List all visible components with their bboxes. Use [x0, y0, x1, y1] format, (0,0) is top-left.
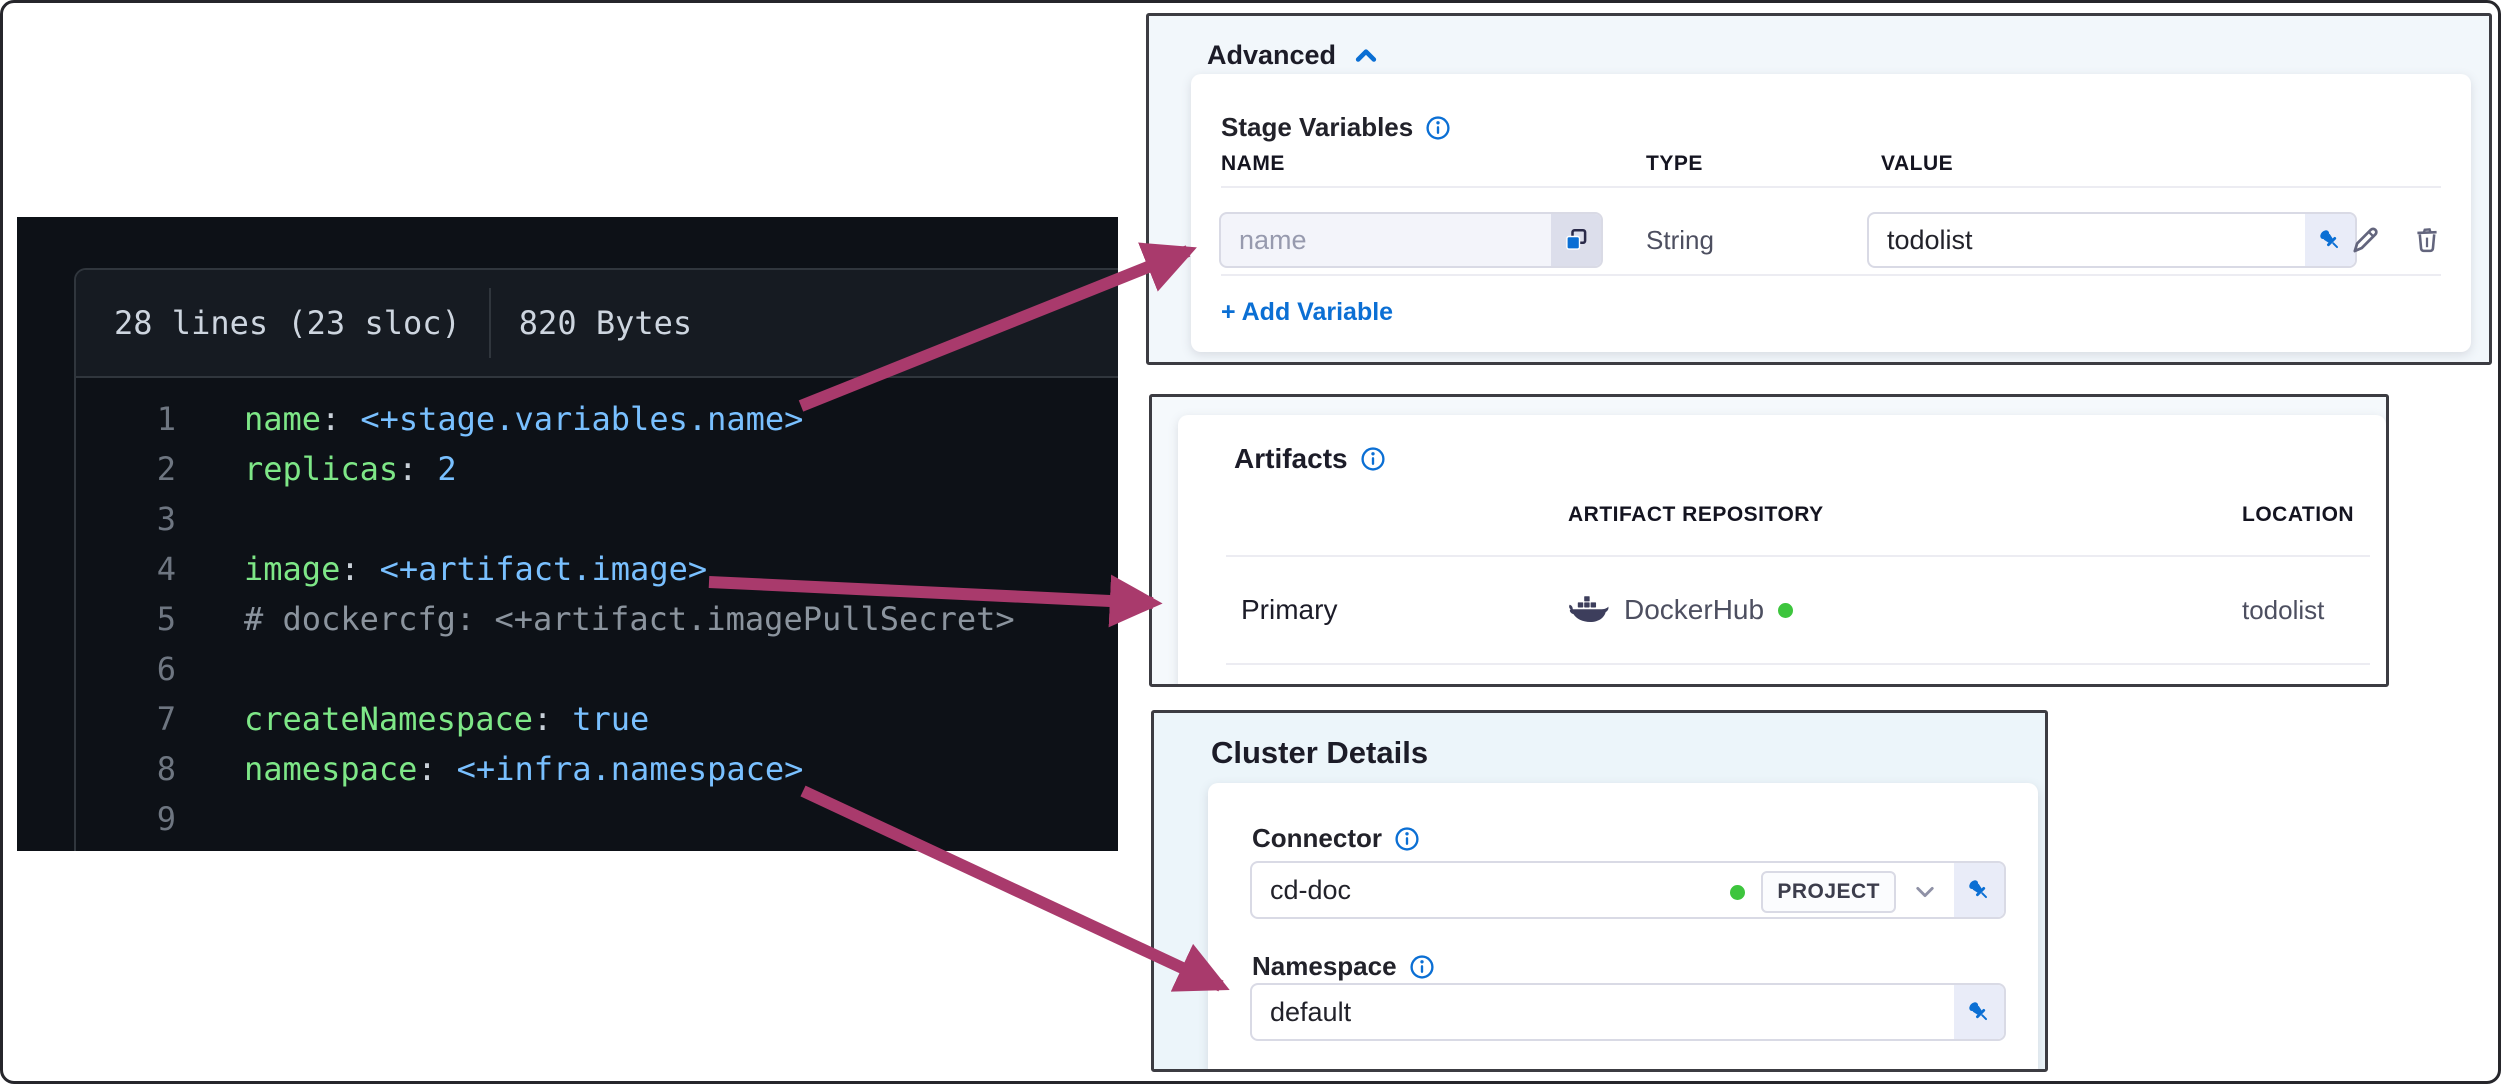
column-header-value: VALUE — [1881, 152, 1954, 175]
artifact-table-row[interactable]: Primary DockerHub — [1178, 577, 2386, 643]
status-dot — [1778, 602, 1794, 618]
code-line: 6 — [76, 644, 1118, 694]
chevron-up-icon — [1355, 48, 1377, 62]
line-number: 6 — [156, 650, 176, 688]
table-divider — [1221, 186, 2441, 188]
artifacts-card: Artifacts ARTIFACT REPOSITORY LOCATION P… — [1178, 415, 2386, 684]
code-line: 1 name:<+stage.variables.name> — [76, 394, 1118, 444]
pin-runtime-input-button[interactable] — [1954, 863, 2004, 917]
table-divider — [1226, 555, 2370, 557]
copy-button[interactable] — [1551, 214, 1601, 266]
artifact-location-value: todolist — [2242, 594, 2325, 625]
chevron-down-icon[interactable] — [1912, 879, 1938, 905]
column-header-location: LOCATION — [2242, 503, 2355, 526]
code-line: 3 — [76, 494, 1118, 544]
pin-icon — [2320, 230, 2339, 249]
cluster-details-title: Cluster Details — [1211, 735, 1429, 770]
pin-icon — [1969, 880, 1988, 899]
code-line: 8 namespace:<+infra.namespace> — [76, 744, 1118, 794]
stage-variables-label: Stage Variables — [1221, 112, 1414, 142]
code-line: 4 image:<+artifact.image> — [76, 544, 1118, 594]
pin-runtime-input-button[interactable] — [1954, 985, 2004, 1039]
file-size-info: 820 Bytes — [518, 304, 693, 342]
delete-variable-button[interactable] — [2399, 212, 2455, 268]
artifact-primary-label: Primary — [1241, 594, 1338, 625]
file-lines-info: 28 lines (23 sloc) — [114, 304, 461, 342]
stage-variables-card: Stage Variables NAME TYPE VALUE name — [1191, 74, 2471, 352]
line-number: 5 — [156, 600, 176, 638]
file-header: 28 lines (23 sloc) 820 Bytes — [76, 270, 1118, 378]
connector-value: cd-doc — [1270, 874, 1352, 905]
variable-type-value: String — [1646, 224, 1714, 255]
connector-label: Connector — [1252, 823, 1382, 853]
column-header-type: TYPE — [1646, 152, 1703, 175]
line-number: 8 — [156, 750, 176, 788]
column-header-name: NAME — [1221, 152, 1285, 175]
info-icon[interactable] — [1394, 826, 1420, 852]
namespace-input[interactable]: default — [1250, 983, 2006, 1041]
status-dot — [1730, 884, 1746, 900]
variable-name-input[interactable]: name — [1219, 212, 1603, 268]
code-viewer-panel: 28 lines (23 sloc) 820 Bytes 1 name:<+st… — [17, 217, 1118, 851]
header-separator — [488, 288, 491, 358]
line-number: 9 — [156, 800, 176, 838]
cluster-details-card: Connector cd-doc PROJECT — [1208, 783, 2038, 1069]
advanced-title: Advanced — [1207, 40, 1337, 70]
variable-value-text: todolist — [1887, 224, 1973, 255]
code-line: 9 — [76, 794, 1118, 844]
artifacts-title: Artifacts — [1234, 443, 1348, 474]
code-line: 7 createNamespace:true — [76, 694, 1118, 744]
file-box: 28 lines (23 sloc) 820 Bytes 1 name:<+st… — [74, 268, 1118, 851]
pin-icon — [1969, 1002, 1988, 1021]
table-divider — [1226, 663, 2370, 665]
line-number: 3 — [156, 500, 176, 538]
edit-variable-button[interactable] — [2337, 212, 2393, 268]
info-icon[interactable] — [1425, 115, 1451, 141]
info-icon[interactable] — [1360, 446, 1386, 472]
artifacts-panel: Artifacts ARTIFACT REPOSITORY LOCATION P… — [1149, 394, 2389, 687]
code-line: 2 replicas:2 — [76, 444, 1118, 494]
code-line: 5 # dockercfg: <+artifact.imagePullSecre… — [76, 594, 1118, 644]
line-number: 2 — [156, 450, 176, 488]
code-area: 1 name:<+stage.variables.name> 2 replica… — [76, 378, 1118, 844]
line-number: 4 — [156, 550, 176, 588]
edit-icon — [2353, 227, 2378, 253]
artifact-repository-name: DockerHub — [1624, 594, 1765, 625]
copy-icon — [1566, 228, 1587, 250]
advanced-panel: Advanced Stage Variables NAME TYPE VALUE… — [1146, 13, 2492, 365]
column-header-artifact-repository: ARTIFACT REPOSITORY — [1568, 503, 1824, 526]
info-icon[interactable] — [1409, 954, 1435, 980]
cluster-details-panel: Cluster Details Connector cd-doc PROJECT — [1151, 710, 2048, 1072]
namespace-value: default — [1270, 996, 1352, 1027]
advanced-section-toggle[interactable]: Advanced — [1207, 40, 1380, 71]
variable-name-placeholder: name — [1239, 224, 1307, 255]
table-divider — [1221, 274, 2441, 276]
delete-icon — [2417, 228, 2437, 253]
pin-runtime-input-button[interactable] — [2305, 214, 2355, 266]
variable-value-input[interactable]: todolist — [1867, 212, 2357, 268]
scope-badge: PROJECT — [1761, 871, 1896, 913]
line-number: 1 — [156, 400, 176, 438]
docker-whale-icon — [1569, 596, 1609, 622]
line-number: 7 — [156, 700, 176, 738]
add-variable-button[interactable]: + Add Variable — [1221, 297, 1394, 326]
connector-select[interactable]: cd-doc PROJECT — [1250, 861, 2006, 919]
namespace-label: Namespace — [1252, 951, 1397, 981]
